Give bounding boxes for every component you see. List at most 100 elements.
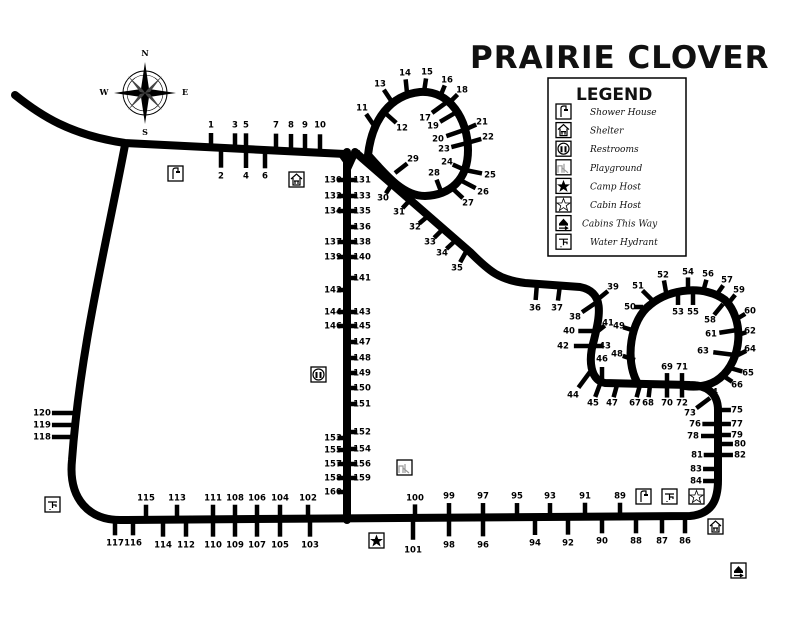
site-143-label[interactable]: 143 [353,308,371,318]
site-38-label[interactable]: 38 [569,313,581,323]
site-12-label[interactable]: 12 [396,124,408,134]
site-140-label[interactable]: 140 [353,253,371,263]
site-17-label[interactable]: 17 [419,114,431,124]
site-56-label[interactable]: 56 [702,270,714,280]
site-30-label[interactable]: 30 [377,194,389,204]
site-55-label[interactable]: 55 [687,308,699,318]
site-106-label[interactable]: 106 [248,494,266,504]
site-119-label[interactable]: 119 [33,421,51,431]
site-116-label[interactable]: 116 [124,539,142,549]
site-133-label[interactable]: 133 [353,192,371,202]
site-75-label[interactable]: 75 [731,406,743,416]
site-27-label[interactable]: 27 [462,199,474,209]
site-44-label[interactable]: 44 [567,391,579,401]
site-62-label[interactable]: 62 [744,327,756,337]
site-96-label[interactable]: 96 [477,541,489,551]
site-120-label[interactable]: 120 [33,409,51,419]
site-118-label[interactable]: 118 [33,433,51,443]
site-90-label[interactable]: 90 [596,537,608,547]
site-10-label[interactable]: 10 [314,121,326,131]
site-48-label[interactable]: 48 [611,350,623,360]
site-53-label[interactable]: 53 [672,308,684,318]
site-1-label[interactable]: 1 [208,121,214,131]
site-6-label[interactable]: 6 [262,172,268,182]
site-4-label[interactable]: 4 [243,172,249,182]
site-112-label[interactable]: 112 [177,541,195,551]
site-117-label[interactable]: 117 [106,539,124,549]
site-87-label[interactable]: 87 [656,537,668,547]
site-16-label[interactable]: 16 [441,76,453,86]
site-101-label[interactable]: 101 [404,546,422,556]
site-37-label[interactable]: 37 [551,304,563,314]
site-35-label[interactable]: 35 [451,264,463,274]
site-76-label[interactable]: 76 [689,420,701,430]
site-149-label[interactable]: 149 [353,369,371,379]
site-159-label[interactable]: 159 [353,474,371,484]
site-100-label[interactable]: 100 [406,494,424,504]
site-26-label[interactable]: 26 [477,188,489,198]
site-69-label[interactable]: 69 [661,363,673,373]
site-131-label[interactable]: 131 [353,176,371,186]
site-22-label[interactable]: 22 [482,133,494,143]
site-49-label[interactable]: 49 [613,322,625,332]
site-33-label[interactable]: 33 [424,238,436,248]
site-102-label[interactable]: 102 [299,494,317,504]
site-43-label[interactable]: 43 [599,342,611,352]
site-61-label[interactable]: 61 [705,330,717,340]
site-137-label[interactable]: 137 [324,238,342,248]
site-139-label[interactable]: 139 [324,253,342,263]
site-59-label[interactable]: 59 [733,286,745,296]
site-34-label[interactable]: 34 [436,249,448,259]
site-138-label[interactable]: 138 [353,238,371,248]
site-130-label[interactable]: 130 [324,176,342,186]
site-154-label[interactable]: 154 [353,445,371,455]
site-92-label[interactable]: 92 [562,539,574,549]
site-88-label[interactable]: 88 [630,537,642,547]
site-2-label[interactable]: 2 [218,172,224,182]
site-111-label[interactable]: 111 [204,494,222,504]
site-20-label[interactable]: 20 [432,135,444,145]
site-18-label[interactable]: 18 [456,86,468,96]
site-145-label[interactable]: 145 [353,322,371,332]
site-107-label[interactable]: 107 [248,541,266,551]
site-136-label[interactable]: 136 [353,223,371,233]
site-142-label[interactable]: 142 [324,286,342,296]
site-151-label[interactable]: 151 [353,400,371,410]
site-68-label[interactable]: 68 [642,399,654,409]
site-8-label[interactable]: 8 [288,121,294,131]
site-110-label[interactable]: 110 [204,541,222,551]
site-11-label[interactable]: 11 [356,104,368,114]
site-97-label[interactable]: 97 [477,492,489,502]
site-113-label[interactable]: 113 [168,494,186,504]
site-24-label[interactable]: 24 [441,158,453,168]
site-91-label[interactable]: 91 [579,492,591,502]
site-134-label[interactable]: 134 [324,207,342,217]
site-80-label[interactable]: 80 [734,440,746,450]
site-15-label[interactable]: 15 [421,68,433,78]
site-25-label[interactable]: 25 [484,171,496,181]
site-82-label[interactable]: 82 [734,451,746,461]
site-95-label[interactable]: 95 [511,492,523,502]
site-54-label[interactable]: 54 [682,268,694,278]
site-156-label[interactable]: 156 [353,460,371,470]
site-67-label[interactable]: 67 [629,399,641,409]
site-132-label[interactable]: 132 [324,192,342,202]
site-60-label[interactable]: 60 [744,307,756,317]
site-9-label[interactable]: 9 [302,121,308,131]
site-66-label[interactable]: 66 [731,381,743,391]
site-65-label[interactable]: 65 [742,369,754,379]
site-94-label[interactable]: 94 [529,539,541,549]
site-42-label[interactable]: 42 [557,342,569,352]
site-51-label[interactable]: 51 [632,282,644,292]
site-71-label[interactable]: 71 [676,363,688,373]
site-74-label[interactable]: 74 [706,388,718,398]
site-98-label[interactable]: 98 [443,541,455,551]
site-141-label[interactable]: 141 [353,274,371,284]
site-158-label[interactable]: 158 [324,474,342,484]
site-84-label[interactable]: 84 [690,477,702,487]
site-99-label[interactable]: 99 [443,492,455,502]
site-115-label[interactable]: 115 [137,494,155,504]
site-31-label[interactable]: 31 [393,208,405,218]
site-32-label[interactable]: 32 [409,223,421,233]
site-109-label[interactable]: 109 [226,541,244,551]
